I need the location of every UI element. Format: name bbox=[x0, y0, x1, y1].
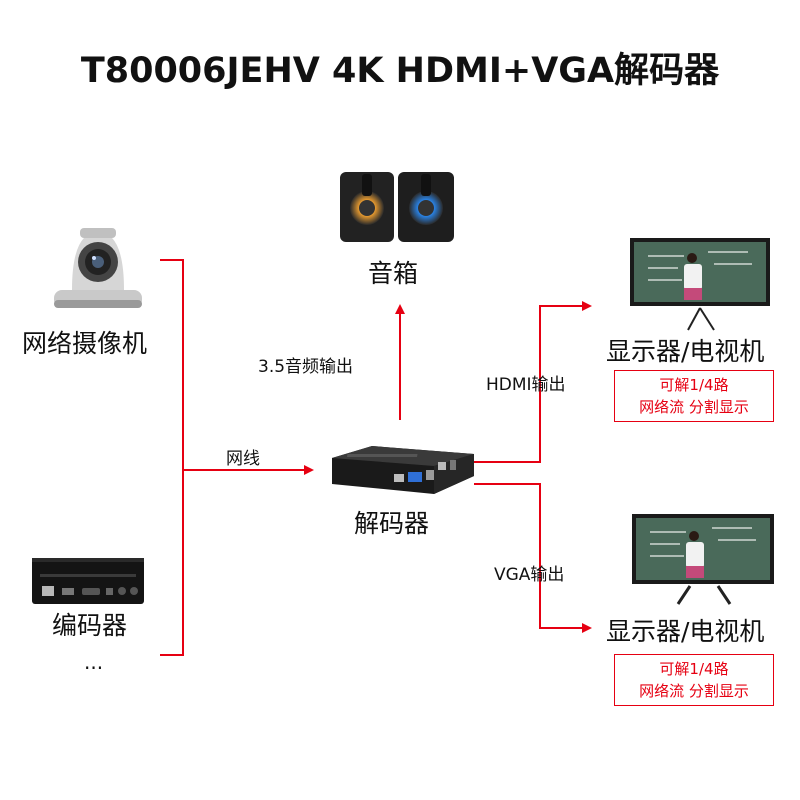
more-sources-ellipsis: ... bbox=[84, 650, 104, 674]
hdmi-display-label: 显示器/电视机 bbox=[606, 337, 765, 366]
camera-label: 网络摄像机 bbox=[22, 329, 148, 358]
vga-output-label: VGA输出 bbox=[494, 565, 565, 585]
vga-note-line1: 可解1/4路 bbox=[659, 660, 729, 678]
speaker-label: 音箱 bbox=[368, 259, 419, 288]
camera-feed-line bbox=[160, 259, 184, 656]
vga-display-label: 显示器/电视机 bbox=[606, 617, 765, 646]
vga-note-line2: 网络流 分割显示 bbox=[639, 682, 749, 700]
vga-decode-note: 可解1/4路 网络流 分割显示 bbox=[614, 654, 774, 706]
encoder-image bbox=[32, 558, 144, 604]
encoder-label: 编码器 bbox=[52, 611, 128, 640]
monitor-image-vga bbox=[632, 514, 774, 605]
audio-output-label: 3.5音频输出 bbox=[258, 357, 354, 377]
hdmi-output-label: HDMI输出 bbox=[486, 375, 566, 395]
decoder-image bbox=[332, 446, 474, 494]
hdmi-decode-note: 可解1/4路 网络流 分割显示 bbox=[614, 370, 774, 422]
camera-image bbox=[54, 228, 142, 308]
hdmi-note-line1: 可解1/4路 bbox=[659, 376, 729, 394]
vga-output-arrow bbox=[474, 483, 592, 633]
page-title: T80006JEHV 4K HDMI+VGA解码器 bbox=[80, 51, 720, 91]
hdmi-output-arrow bbox=[474, 301, 592, 463]
speaker-image bbox=[340, 172, 454, 242]
monitor-image-hdmi bbox=[630, 238, 770, 331]
decoder-label: 解码器 bbox=[354, 509, 430, 538]
hdmi-note-line2: 网络流 分割显示 bbox=[639, 398, 749, 416]
network-cable-label: 网线 bbox=[226, 449, 260, 469]
